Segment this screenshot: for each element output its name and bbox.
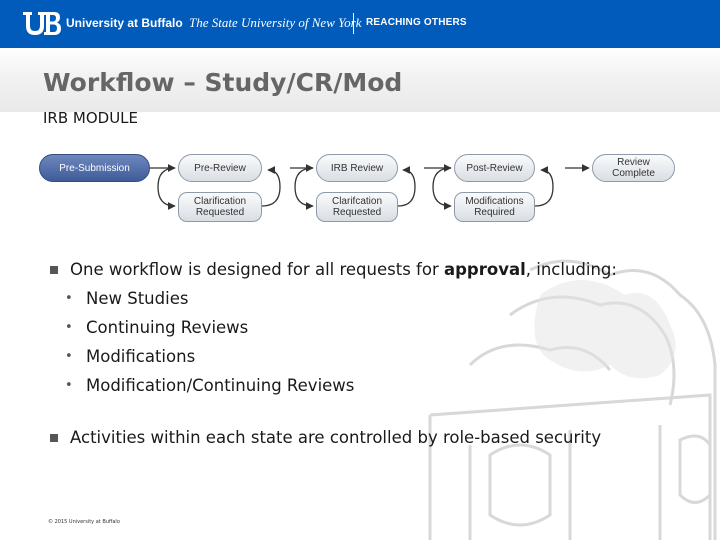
sub-bullet: • New Studies (48, 284, 708, 313)
state-review-complete: Review Complete (592, 154, 675, 182)
suny-name: The State University of New York (189, 15, 362, 30)
square-bullet-icon (50, 434, 58, 442)
ub-seal-watermark-icon (428, 259, 717, 540)
state-pre-submission: Pre-Submission (39, 154, 150, 182)
header-tagline: REACHING OTHERS (366, 17, 467, 28)
state-pre-review: Pre-Review (178, 154, 262, 182)
sub-bullet-text: Modifications (86, 347, 196, 366)
bullet-main-1-text: One workflow is designed for all request… (70, 260, 444, 279)
bullet-main-2-text: Activities within each state are control… (70, 428, 602, 447)
sub-bullet-text: Continuing Reviews (86, 318, 249, 337)
university-name: University at Buffalo (66, 16, 183, 30)
sub-bullet: • Continuing Reviews (48, 313, 708, 342)
bullet-main-1-emphasis: approval (443, 260, 526, 279)
dot-bullet-icon: • (65, 349, 73, 364)
substate-modifications-required: Modifications Required (454, 192, 535, 222)
sub-bullet: • Modifications (48, 342, 708, 371)
header-divider (353, 13, 354, 34)
state-irb-review: IRB Review (316, 154, 398, 182)
dot-bullet-icon: • (65, 378, 73, 393)
slide-title: Workflow – Study/CR/Mod (43, 68, 403, 97)
sub-bullet-text: New Studies (86, 289, 189, 308)
title-band (0, 48, 720, 112)
sub-bullet: • Modification/Continuing Reviews (48, 371, 708, 400)
state-post-review: Post-Review (454, 154, 535, 182)
ub-logo-icon (23, 12, 61, 35)
dot-bullet-icon: • (65, 320, 73, 335)
slide-subtitle: IRB MODULE (43, 109, 139, 127)
substate-clarification-requested: Clarification Requested (178, 192, 262, 222)
bullet-main-2: Activities within each state are control… (48, 424, 708, 452)
substate-clarifcation-requested: Clarifcation Requested (316, 192, 398, 222)
university-header-bar: University at Buffalo The State Universi… (0, 0, 720, 48)
bullet-main-1: One workflow is designed for all request… (48, 256, 708, 284)
copyright-footer: © 2015 University at Buffalo (48, 519, 120, 525)
dot-bullet-icon: • (65, 291, 73, 306)
sub-bullet-text: Modification/Continuing Reviews (86, 376, 355, 395)
square-bullet-icon (50, 266, 58, 274)
bullet-list: One workflow is designed for all request… (48, 256, 708, 452)
bullet-main-1-tail: , including: (525, 260, 617, 279)
